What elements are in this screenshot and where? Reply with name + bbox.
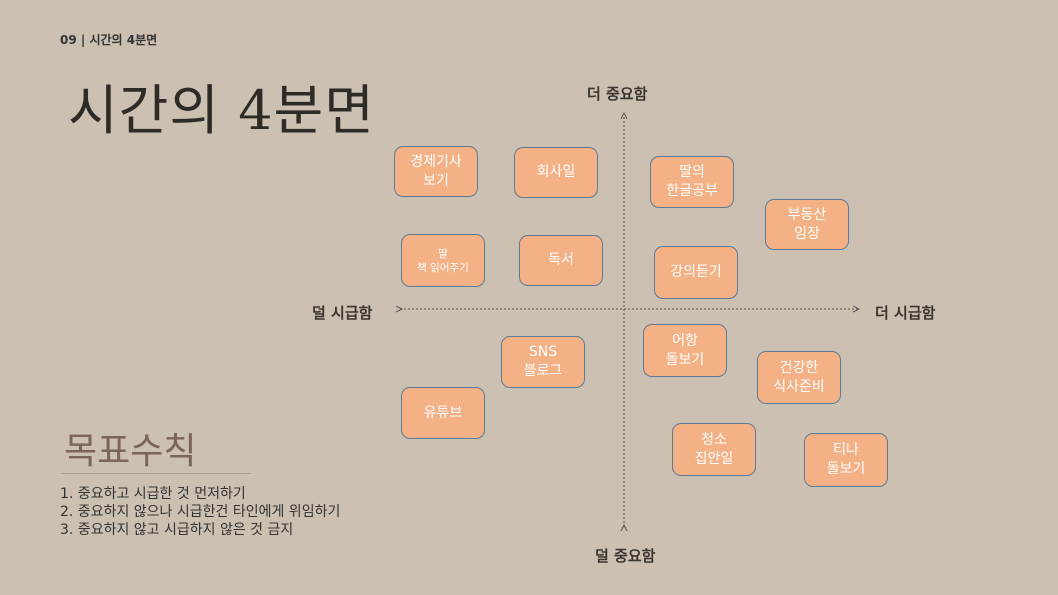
- task-box: 유튜브: [401, 387, 485, 439]
- rule-item: 1. 중요하고 시급한 것 먼저하기: [60, 486, 246, 502]
- axis-label-left: 덜 시급함: [312, 304, 373, 322]
- page-title: 시간의 4분면: [68, 79, 375, 142]
- rule-item: 2. 중요하지 않으나 시급한건 타인에게 위임하기: [60, 504, 341, 520]
- task-box: 독서: [519, 235, 603, 286]
- divider: [61, 473, 251, 474]
- axis-label-bottom: 덜 중요함: [595, 547, 656, 565]
- breadcrumb: 09 | 시간의 4분면: [60, 33, 158, 47]
- axis-label-top: 더 중요함: [587, 85, 648, 103]
- rules-title: 목표수칙: [64, 431, 197, 472]
- rules-list: 1. 중요하고 시급한 것 먼저하기 2. 중요하지 않으나 시급한건 타인에게…: [60, 485, 340, 539]
- axis-label-right: 더 시급함: [875, 304, 936, 322]
- task-box: 회사일: [514, 147, 598, 198]
- task-box: 강의듣기: [654, 246, 738, 299]
- rule-item: 3. 중요하지 않고 시급하지 않은 것 금지: [60, 522, 294, 538]
